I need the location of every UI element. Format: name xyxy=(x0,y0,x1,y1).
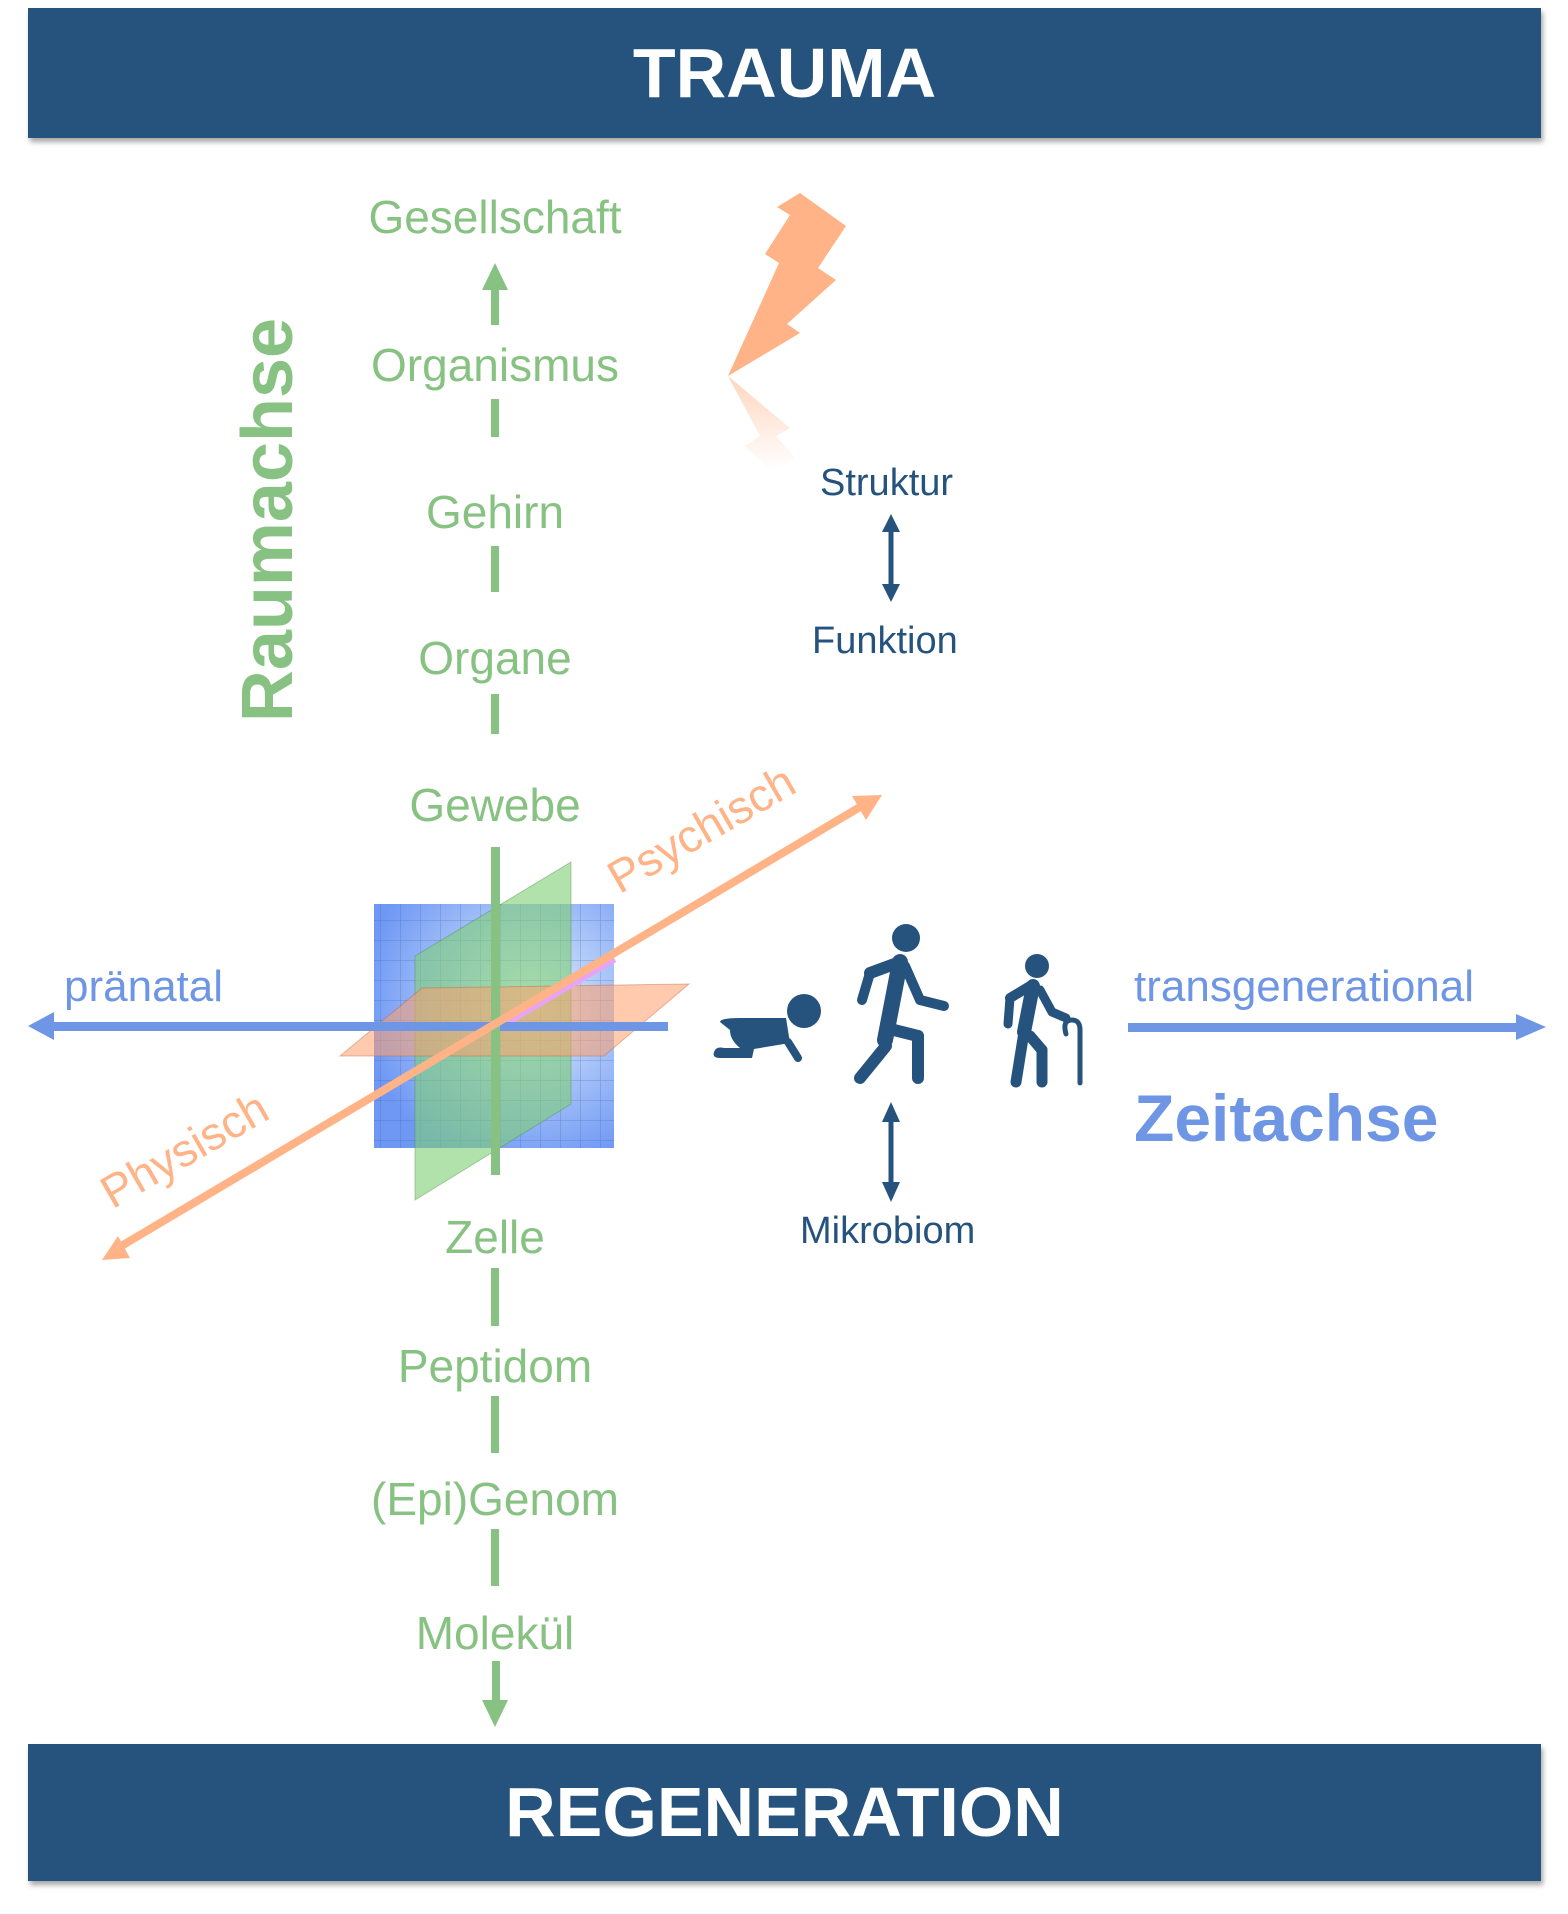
time-axis-arrow-right xyxy=(1516,1014,1546,1040)
adult-walking-icon xyxy=(854,924,949,1084)
structure-label: Struktur xyxy=(820,462,954,504)
microbiome-arrow xyxy=(882,1102,900,1202)
regeneration-banner: REGENERATION xyxy=(28,1744,1541,1881)
space-axis xyxy=(482,263,508,1727)
time-axis-arrow-left xyxy=(28,1012,54,1040)
space-axis-arrow-up xyxy=(482,263,508,290)
level-cell: Zelle xyxy=(445,1211,545,1263)
level-tissue: Gewebe xyxy=(409,779,581,831)
transgenerational-label: transgenerational xyxy=(1134,962,1475,1011)
lightning-bolt-icon xyxy=(728,193,846,470)
level-organism: Organismus xyxy=(371,339,619,391)
trauma-banner: TRAUMA xyxy=(28,8,1541,138)
level-society: Gesellschaft xyxy=(368,191,622,243)
level-molecule: Molekül xyxy=(415,1607,575,1659)
psyche-axis-arrow-up xyxy=(852,795,882,820)
baby-crawling-icon xyxy=(713,994,821,1062)
level-organs: Organe xyxy=(418,632,572,684)
time-axis xyxy=(28,1012,1546,1040)
prenatal-label: pränatal xyxy=(64,962,224,1011)
regeneration-title: REGENERATION xyxy=(505,1773,1064,1851)
psyche-axis-arrow-down xyxy=(102,1236,130,1260)
structure-function-arrow xyxy=(882,514,900,602)
level-peptidome: Peptidom xyxy=(397,1340,593,1392)
microbiome-label: Mikrobiom xyxy=(800,1210,976,1252)
level-epigenome: (Epi)Genom xyxy=(371,1473,619,1525)
psyche-axis xyxy=(102,795,882,1260)
trauma-title: TRAUMA xyxy=(632,34,937,112)
time-axis-title: Zeitachse xyxy=(1134,1081,1439,1155)
space-axis-arrow-down xyxy=(482,1700,508,1727)
elderly-with-cane-icon xyxy=(1003,954,1083,1088)
function-label: Funktion xyxy=(812,620,958,662)
level-brain: Gehirn xyxy=(425,486,565,538)
